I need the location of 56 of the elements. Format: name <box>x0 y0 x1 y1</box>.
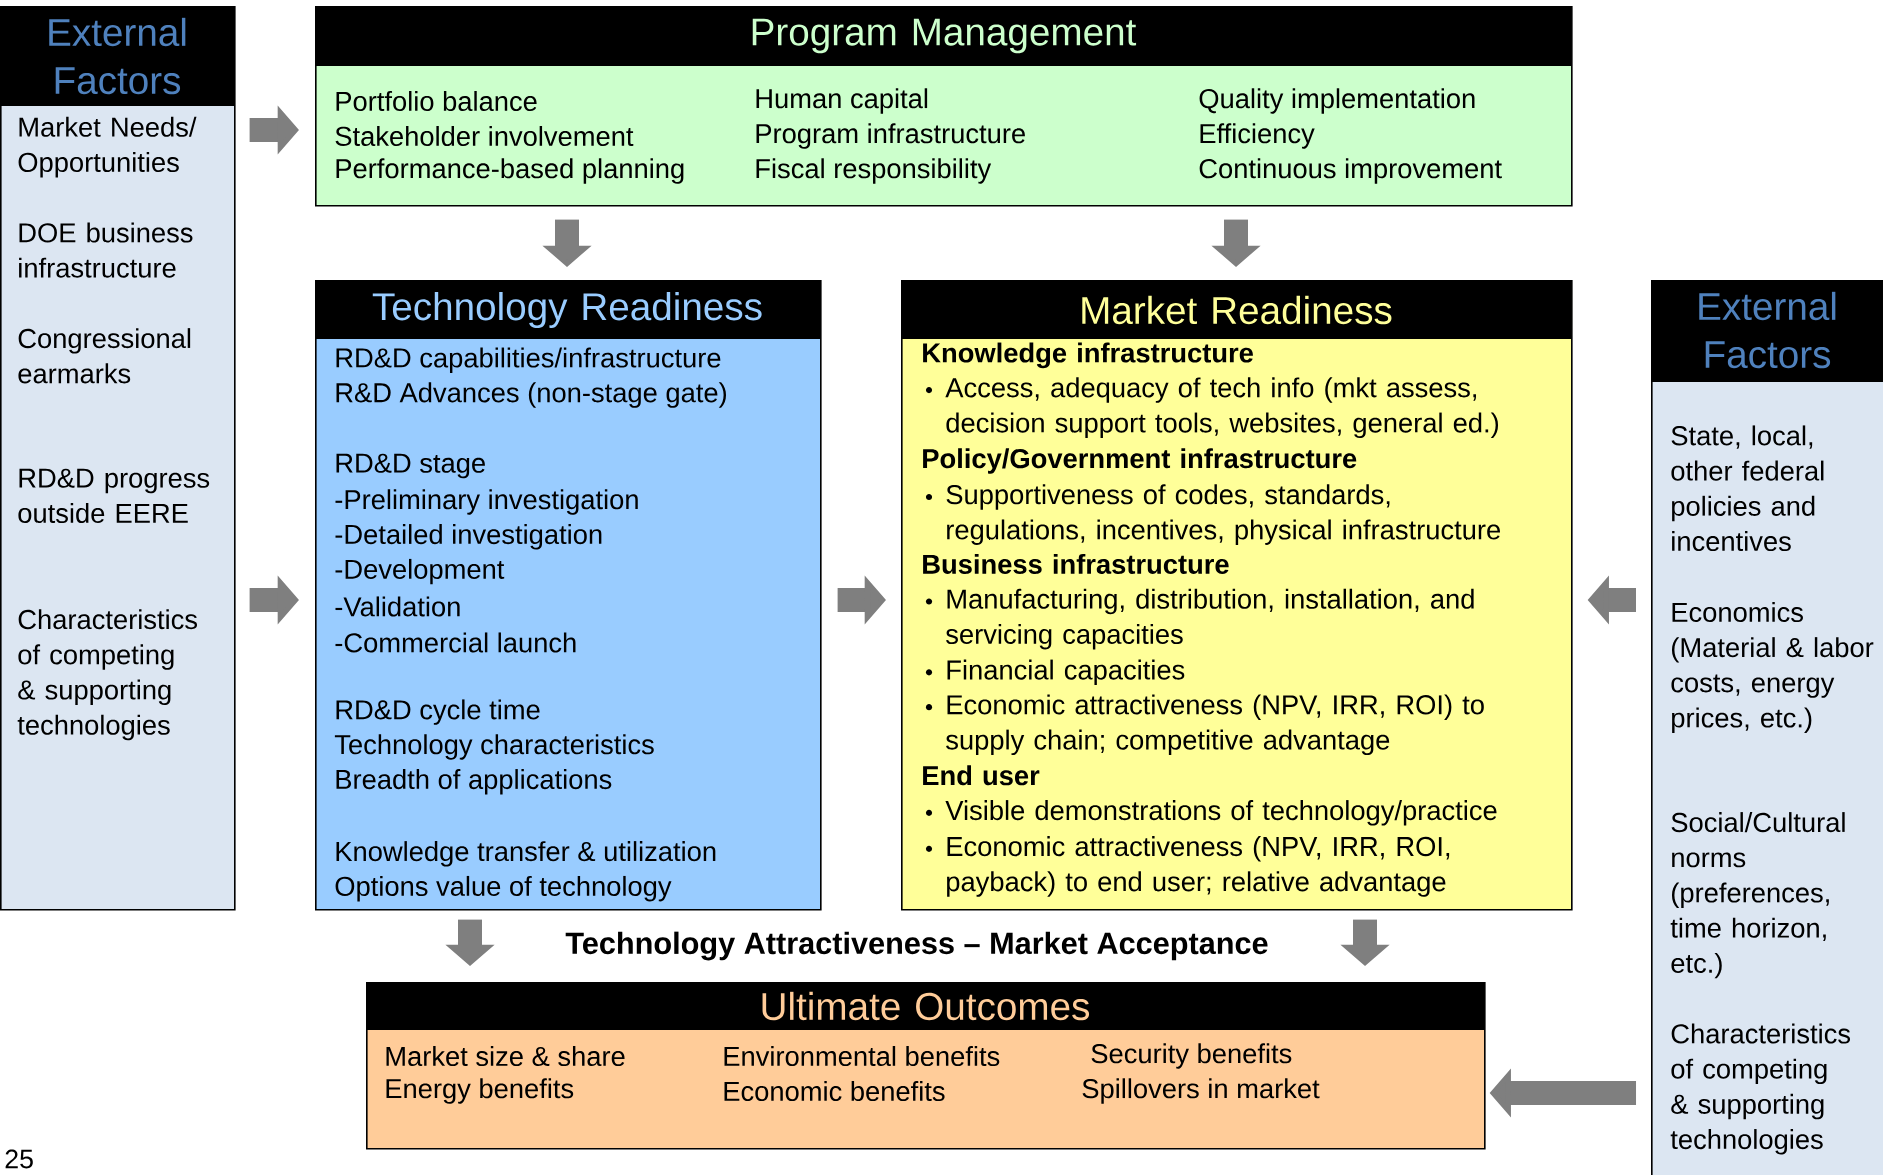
list-item: Security benefits <box>1091 1043 1292 1069</box>
bullet-item: Financial capacities <box>925 659 1185 686</box>
list-item: Characteristics of competing & supporting technologies <box>17 609 197 741</box>
list-item: -Development <box>335 558 505 585</box>
list-item: -Detailed investigation <box>335 524 602 550</box>
list-item: Efficiency <box>1200 123 1315 149</box>
list-item: R&D Advances (non-stage gate) <box>336 382 726 408</box>
list-item: Market size & share <box>386 1046 625 1067</box>
list-item: -Commercial launch <box>335 632 576 653</box>
header-bar: Technology Readiness <box>315 280 820 339</box>
list-item: Stakeholder involvement <box>335 125 634 147</box>
list-item: Quality implementation <box>1199 88 1475 114</box>
list-item: -Preliminary investigation <box>335 489 638 515</box>
list-item: Economic benefits <box>724 1081 945 1102</box>
list-item: Knowledge transfer & utilization <box>336 841 716 867</box>
list-item: Economics (Material & labor costs, energy prices, etc.) <box>1671 601 1874 733</box>
bullet-item: Economic attractiveness (NPV, IRR, ROI) to supply chain; competitive advantage <box>925 694 1484 756</box>
list-item: Market Needs/ Opportunities <box>18 116 197 178</box>
list-item: Congressional earmarks <box>18 328 191 384</box>
list-item: Social/Cultural norms (preferences, time horizon, etc.) <box>1670 812 1845 979</box>
bullet-item: Access, adequacy of tech info (mkt assess, decision support tools, websites, general ed.) <box>925 377 1499 439</box>
list-item: RD&D cycle time <box>336 699 540 725</box>
list-item: Technology characteristics <box>334 734 654 760</box>
bullet-item: Visible demonstrations of technology/practice <box>925 800 1497 826</box>
section-heading: Business infrastructure <box>923 553 1229 574</box>
list-item: Program infrastructure <box>756 123 1025 149</box>
list-item: Breadth of applications <box>336 769 612 795</box>
header-bar: External Factors <box>1651 280 1883 382</box>
list-item: Environmental benefits <box>724 1046 1000 1067</box>
section-heading: Policy/Government infrastructure <box>923 448 1357 474</box>
list-item: Characteristics of competing & supporting technologies <box>1670 1023 1850 1155</box>
banner-text: Technology Attractiveness – Market Acceptance <box>565 931 1268 961</box>
list-item: Portfolio balance <box>336 90 537 112</box>
section-heading: End user <box>923 765 1040 786</box>
list-item: Continuous improvement <box>1199 158 1502 184</box>
header-bar: External Factors <box>0 6 234 106</box>
list-item: DOE business infrastructure <box>19 222 193 278</box>
list-item: RD&D capabilities/infrastructure <box>336 347 721 373</box>
header-bar: Ultimate Outcomes <box>366 982 1484 1030</box>
header-bar: Market Readiness <box>901 280 1571 339</box>
bullet-item: Supportiveness of codes, standards, regulations, incentives, physical infrastructure <box>925 484 1500 545</box>
section-heading: Knowledge infrastructure <box>923 342 1253 369</box>
bullet-item: Economic attractiveness (NPV, IRR, ROI, payback) to end user; relative advantage <box>925 836 1450 897</box>
list-item: RD&D progress outside EERE <box>18 468 210 523</box>
list-item: Options value of technology <box>335 875 672 902</box>
header-bar: Program Management <box>315 6 1571 66</box>
list-item: Performance-based planning <box>336 158 684 184</box>
bullet-item: Manufacturing, distribution, installation, and servicing capacities <box>925 588 1474 650</box>
page-number: 25 <box>5 1149 33 1169</box>
list-item: Energy benefits <box>386 1078 574 1104</box>
list-item: -Validation <box>335 596 460 617</box>
list-item: Fiscal responsibility <box>756 158 992 184</box>
list-item: State, local, other federal policies and incentives <box>1671 425 1824 552</box>
list-item: RD&D stage <box>336 453 485 479</box>
list-item: Spillovers in market <box>1082 1078 1320 1104</box>
list-item: Human capital <box>756 88 928 114</box>
